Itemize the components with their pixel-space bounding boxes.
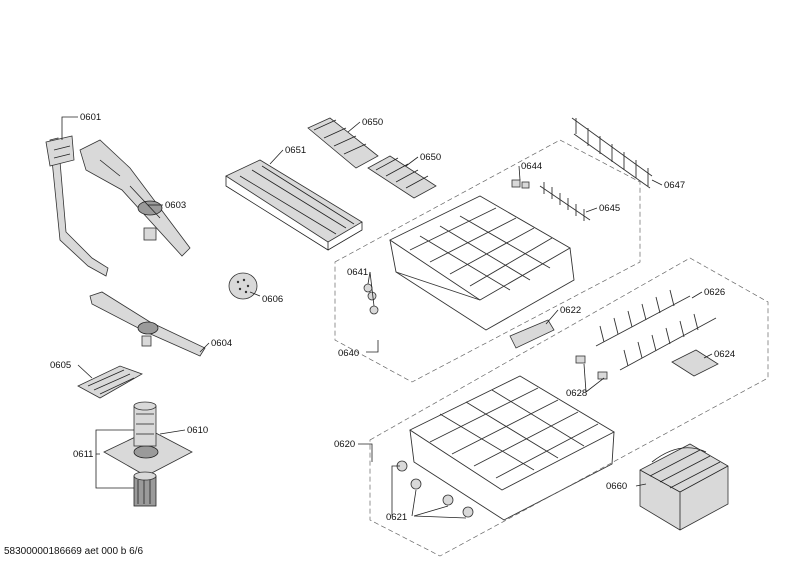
part-label-0605: 0605 — [50, 360, 71, 371]
upper-spray-arm-drawing — [79, 139, 191, 257]
part-label-0622: 0622 — [560, 305, 581, 316]
filter-disk-drawing — [228, 272, 258, 300]
part-label-0641: 0641 — [347, 267, 368, 278]
part-label-0651: 0651 — [285, 145, 306, 156]
upper-rack-accessories-drawing — [511, 179, 591, 221]
document-id: 58300000186669 aet 000 b 6/6 — [4, 546, 144, 557]
cutlery-tray-drawing — [225, 159, 363, 251]
part-label-0660: 0660 — [606, 481, 627, 492]
upper-rack-group-outline — [334, 139, 641, 383]
filter-plate-drawing — [77, 365, 143, 399]
part-label-0601: 0601 — [80, 112, 101, 123]
tine-rows-drawing — [571, 117, 653, 189]
part-label-0644: 0644 — [521, 161, 542, 172]
upper-basket-drawing — [389, 195, 575, 331]
part-label-0611: 0611 — [73, 449, 93, 460]
part-label-0606: 0606 — [262, 294, 283, 305]
part-label-0650-top: 0650 — [362, 117, 383, 128]
lower-rack-group-outline — [369, 257, 769, 557]
cutlery-basket-drawing — [639, 443, 729, 531]
cup-holder-drawing — [509, 319, 555, 349]
part-label-0604: 0604 — [211, 338, 232, 349]
part-label-0645: 0645 — [599, 203, 620, 214]
part-label-0610: 0610 — [187, 425, 208, 436]
sump-filter-drawing — [103, 401, 193, 477]
part-label-0640: 0640 — [338, 348, 359, 359]
lower-rack-accessories-drawing — [575, 289, 719, 380]
part-label-0603: 0603 — [165, 200, 186, 211]
lower-spray-arm-drawing — [89, 291, 206, 357]
part-label-0628: 0628 — [566, 388, 587, 399]
part-label-0626: 0626 — [704, 287, 725, 298]
part-label-0620: 0620 — [334, 439, 355, 450]
part-label-0621: 0621 — [386, 512, 407, 523]
spray-arm-tube-drawing — [45, 135, 109, 277]
micro-filter-drawing — [133, 471, 157, 507]
lower-basket-drawing — [409, 375, 615, 521]
part-label-0647: 0647 — [664, 180, 685, 191]
part-label-0650-bottom: 0650 — [420, 152, 441, 163]
part-label-0624: 0624 — [714, 349, 735, 360]
upper-rack-wheels-drawing — [363, 283, 379, 315]
cup-shelf-inserts-drawing — [307, 117, 437, 199]
lower-rack-wheels-drawing — [396, 460, 474, 518]
leader-lines — [61, 116, 713, 519]
